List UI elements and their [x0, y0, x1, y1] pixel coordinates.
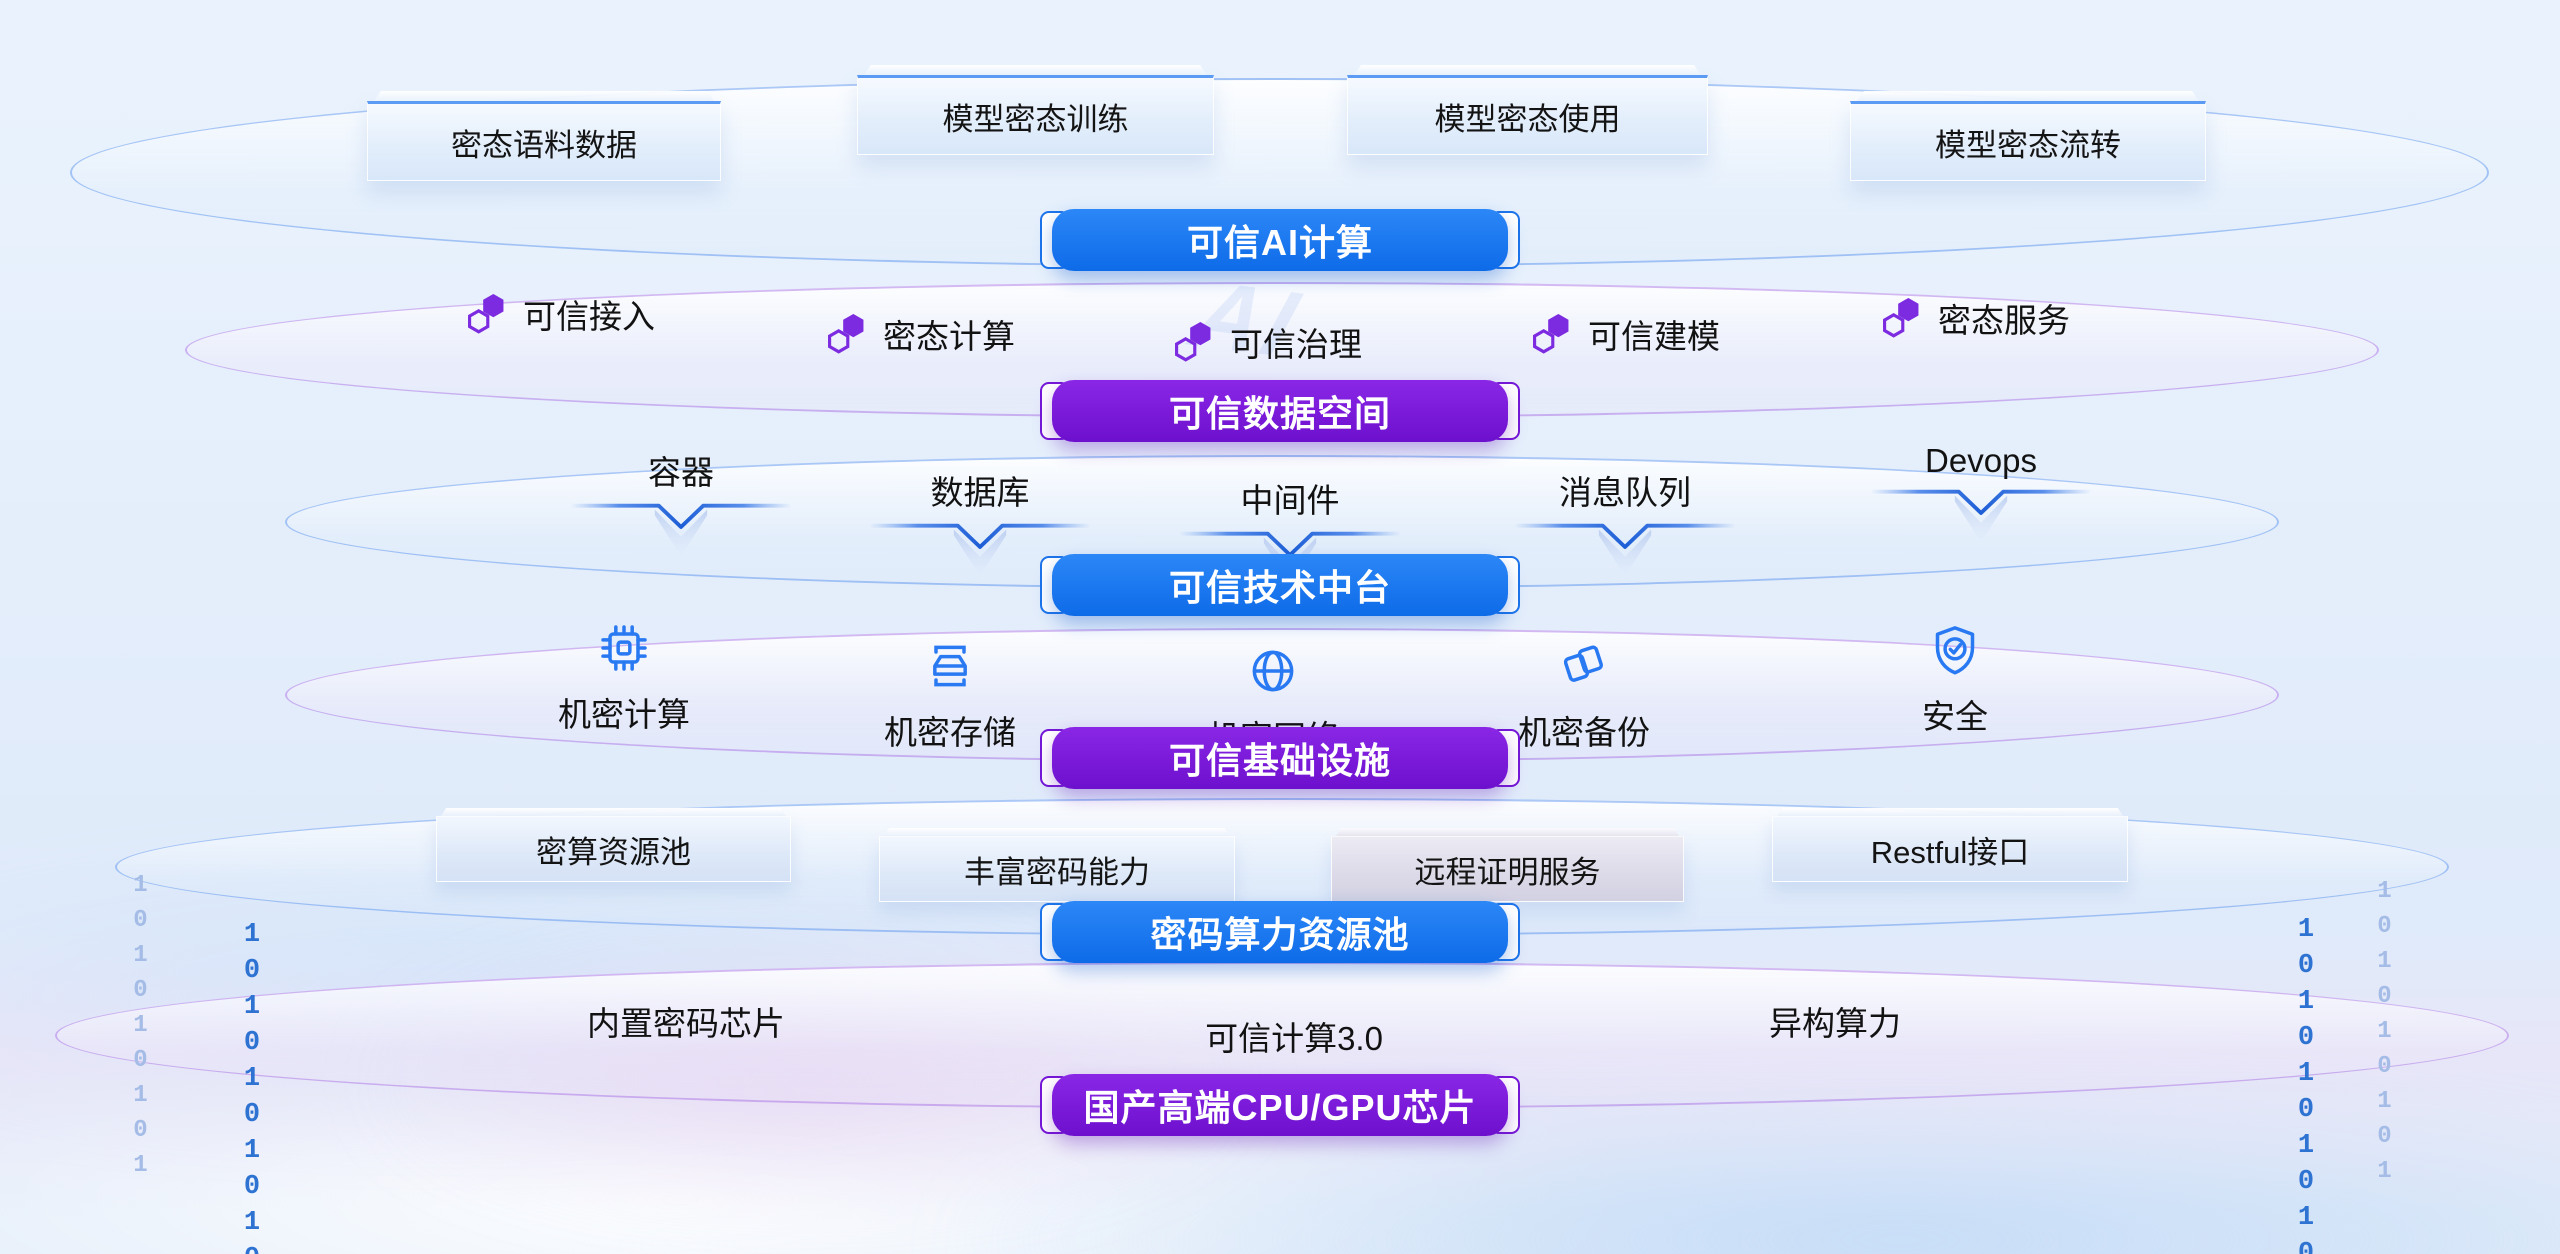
- service-trusted-governance: 可信治理: [1172, 318, 1362, 366]
- middleware-database: 数据库: [850, 466, 1110, 578]
- slab-restful-api: Restful接口: [1772, 816, 2128, 882]
- infra-confidential-backup: 机密备份: [1454, 638, 1714, 754]
- box-encrypted-corpus-data: 密态语料数据: [367, 101, 721, 181]
- shield-check-icon: [1927, 622, 1983, 678]
- pill-trusted-infrastructure: 可信基础设施: [1040, 727, 1520, 789]
- pill-trusted-tech-platform: 可信技术中台: [1040, 554, 1520, 616]
- backup-icon: [1556, 638, 1612, 694]
- infra-label: 安全: [1922, 698, 1988, 735]
- infra-label: 机密备份: [1518, 714, 1650, 751]
- service-label: 密态服务: [1938, 302, 2070, 339]
- dual-hexagon-icon: [1172, 319, 1214, 365]
- service-label: 密态计算: [883, 318, 1015, 355]
- middleware-message-queue: 消息队列: [1495, 466, 1755, 578]
- dual-hexagon-icon: [1880, 295, 1922, 341]
- infra-label: 机密存储: [884, 714, 1016, 751]
- box-model-encrypted-usage: 模型密态使用: [1347, 75, 1708, 155]
- service-label: 可信接入: [523, 298, 655, 335]
- service-encrypted-service: 密态服务: [1880, 294, 2070, 342]
- dual-hexagon-icon: [465, 291, 507, 337]
- pill-domestic-cpu-gpu-chip: 国产高端CPU/GPU芯片: [1040, 1074, 1520, 1136]
- dual-hexagon-icon: [1530, 311, 1572, 357]
- globe-icon: [1245, 643, 1301, 699]
- middleware-label: 容器: [648, 454, 714, 491]
- binary-column-right-inner: 10101010101: [2291, 915, 2321, 1254]
- infra-label: 机密计算: [558, 696, 690, 733]
- box-model-encrypted-transfer: 模型密态流转: [1850, 101, 2206, 181]
- middleware-label: 消息队列: [1559, 474, 1691, 511]
- pill-label: 可信技术中台: [1052, 554, 1508, 616]
- infra-confidential-compute: 机密计算: [494, 620, 754, 736]
- pill-label: 可信AI计算: [1052, 209, 1508, 271]
- storage-icon: [922, 638, 978, 694]
- pill-trusted-data-space: 可信数据空间: [1040, 380, 1520, 442]
- pill-label: 国产高端CPU/GPU芯片: [1052, 1074, 1508, 1136]
- infra-security: 安全: [1825, 622, 2085, 738]
- chip-icon: [596, 620, 652, 676]
- slab-crypto-resource-pool: 密算资源池: [436, 816, 791, 882]
- slab-rich-crypto-capability: 丰富密码能力: [879, 836, 1235, 902]
- service-label: 可信建模: [1588, 318, 1720, 355]
- middleware-label: Devops: [1925, 442, 2037, 479]
- service-trusted-access: 可信接入: [465, 290, 655, 338]
- label-trusted-computing-3: 可信计算3.0: [1205, 1020, 1383, 1057]
- service-encrypted-compute: 密态计算: [825, 310, 1015, 358]
- service-trusted-modeling: 可信建模: [1530, 310, 1720, 358]
- chevron-down-icon: [1866, 482, 2096, 544]
- pill-label: 可信基础设施: [1052, 727, 1508, 789]
- pill-label: 可信数据空间: [1052, 380, 1508, 442]
- pill-crypto-compute-pool: 密码算力资源池: [1040, 901, 1520, 963]
- dual-hexagon-icon: [825, 311, 867, 357]
- box-model-encrypted-training: 模型密态训练: [857, 75, 1214, 155]
- middleware-devops: Devops: [1851, 442, 2111, 544]
- middleware-label: 中间件: [1240, 482, 1340, 519]
- middleware-label: 数据库: [930, 474, 1030, 511]
- chevron-down-icon: [566, 496, 796, 558]
- chevron-down-icon: [1510, 516, 1740, 578]
- service-label: 可信治理: [1230, 326, 1362, 363]
- slab-remote-attestation: 远程证明服务: [1331, 836, 1684, 902]
- label-builtin-crypto-chip: 内置密码芯片: [587, 1005, 785, 1042]
- middleware-container: 容器: [551, 446, 811, 558]
- pill-label: 密码算力资源池: [1052, 901, 1508, 963]
- pill-trusted-ai-compute: 可信AI计算: [1040, 209, 1520, 271]
- infra-confidential-storage: 机密存储: [820, 638, 1080, 754]
- binary-column-left-inner: 10101010101: [237, 920, 267, 1254]
- label-heterogeneous-compute: 异构算力: [1769, 1005, 1901, 1042]
- middleware-middleware: 中间件: [1160, 474, 1420, 586]
